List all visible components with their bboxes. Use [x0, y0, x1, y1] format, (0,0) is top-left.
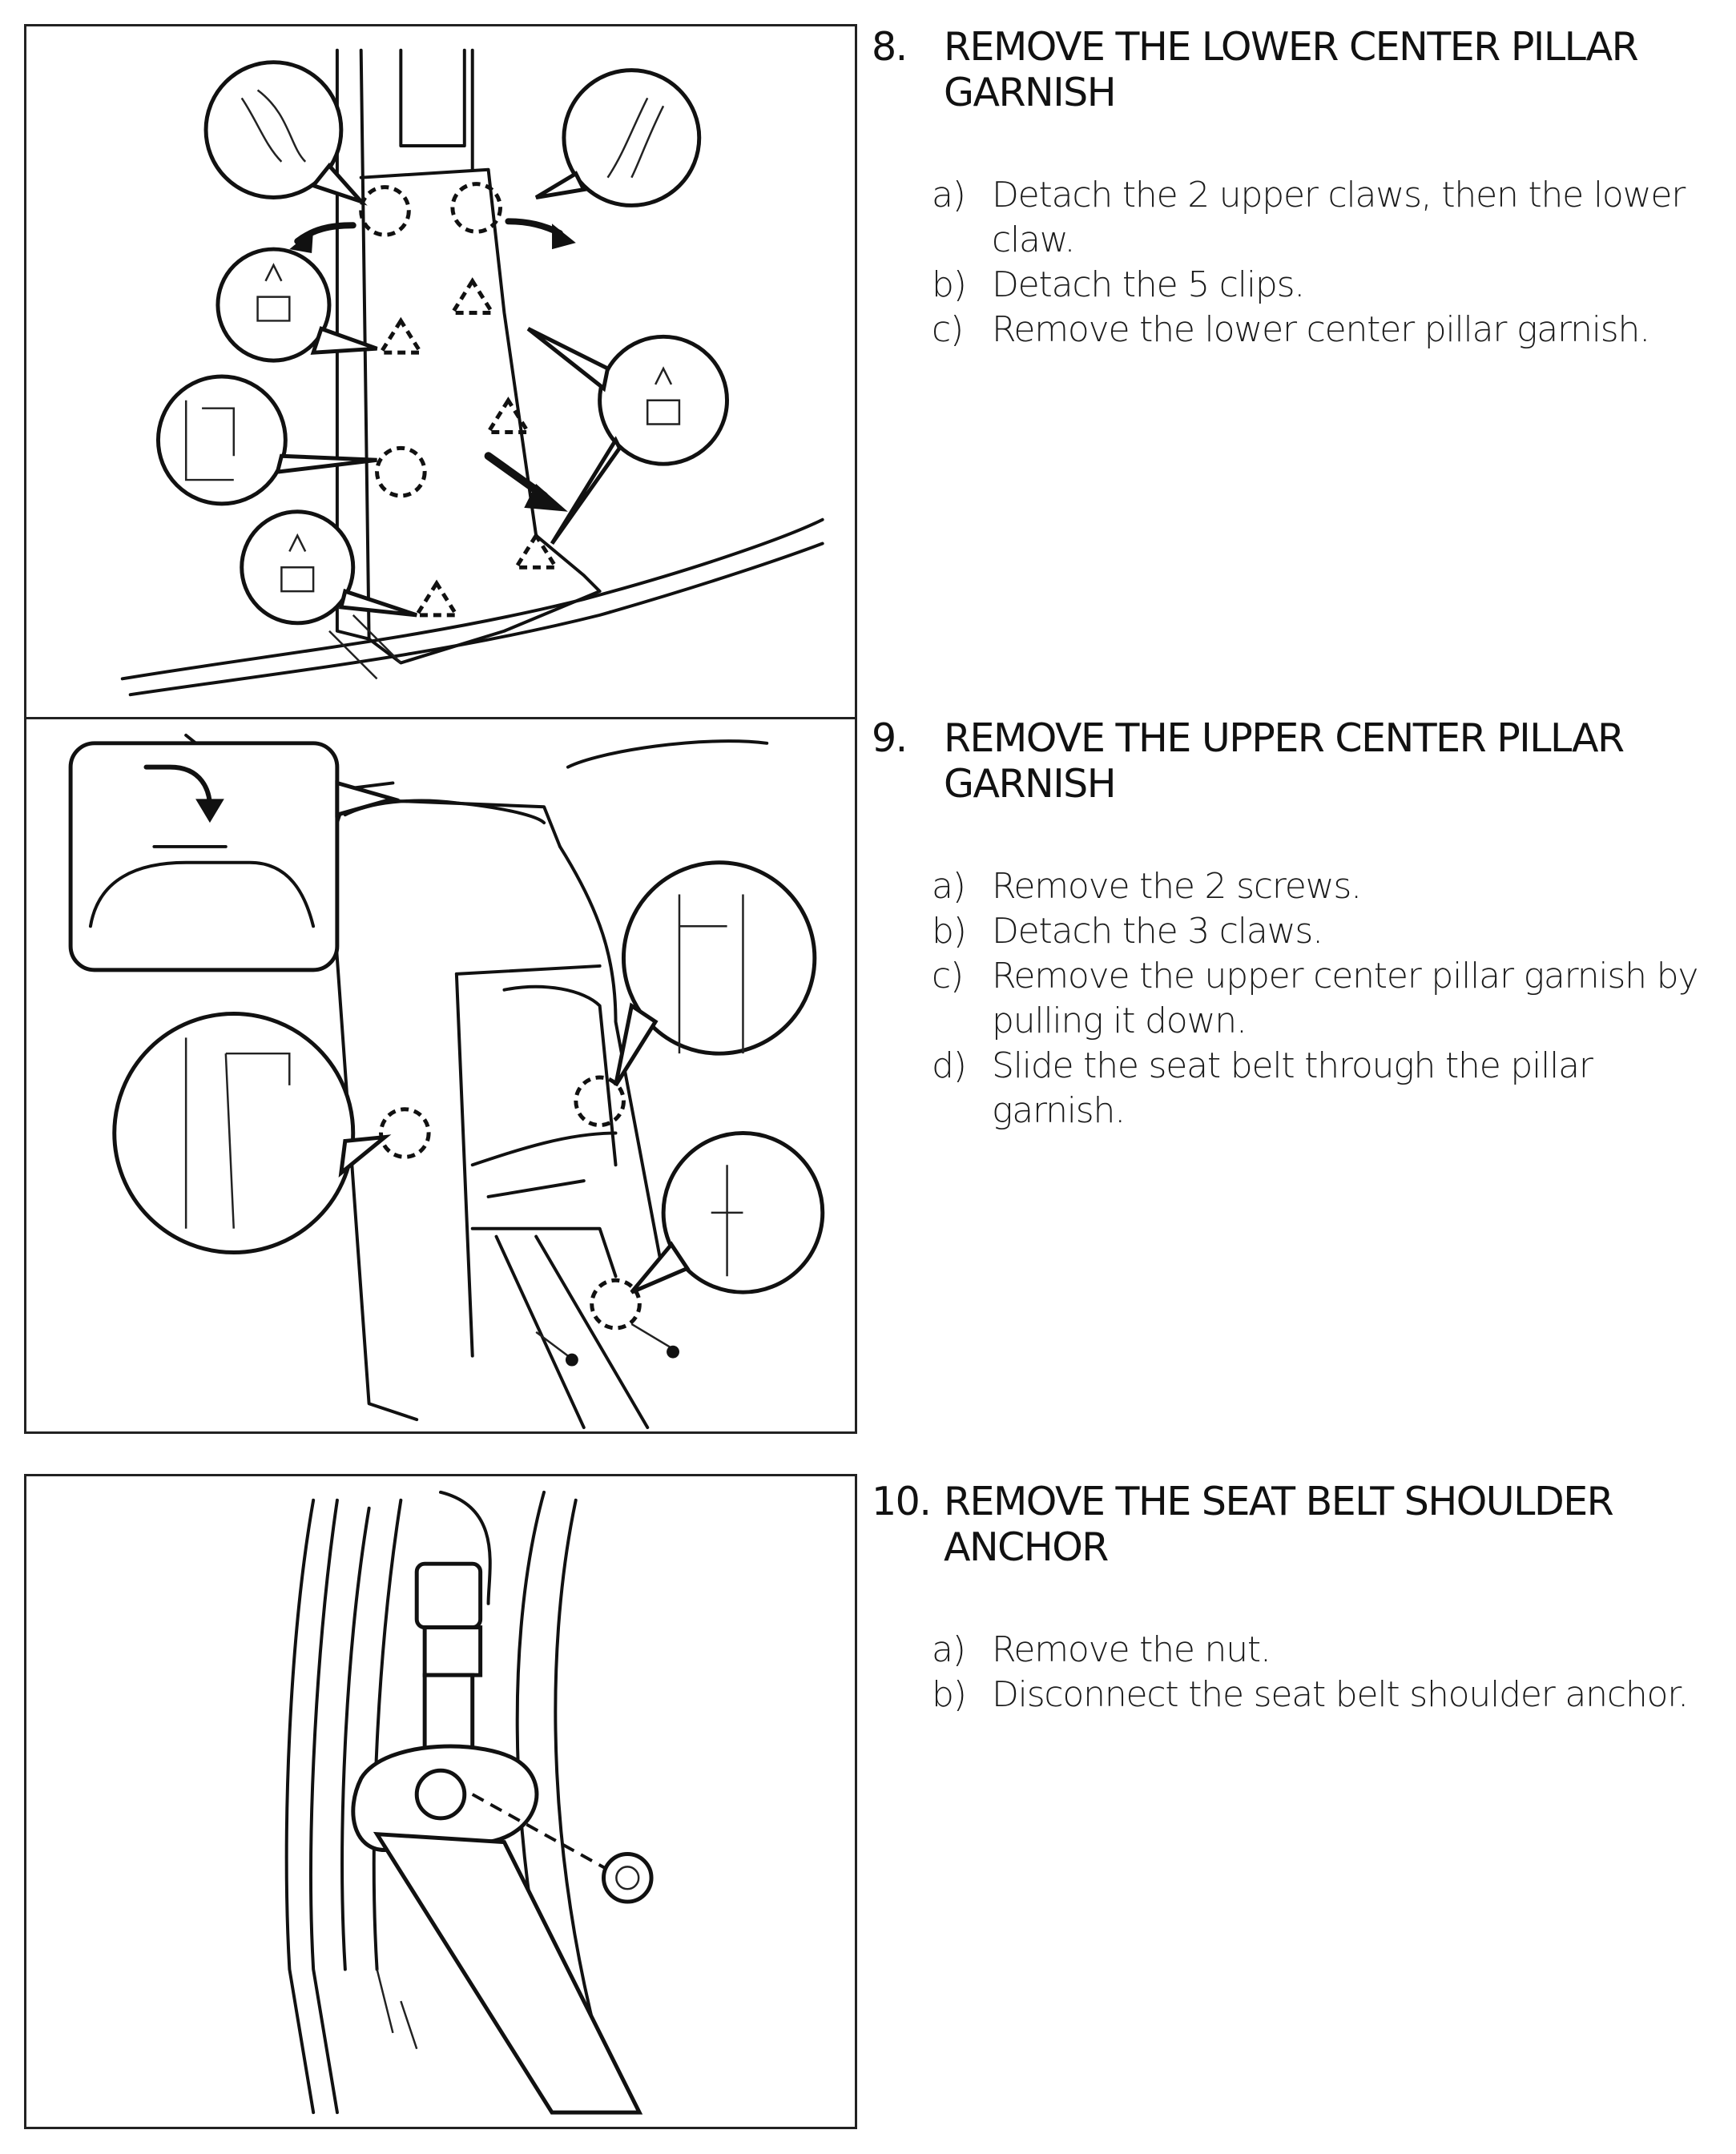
substep-list: a) Detach the 2 upper claws, then the lo…	[872, 173, 1705, 352]
substep: a) Remove the nut.	[872, 1628, 1705, 1673]
substep: b) Detach the 5 clips.	[872, 263, 1705, 308]
substep: a) Detach the 2 upper claws, then the lo…	[872, 173, 1705, 263]
substep: b) Detach the 3 claws.	[872, 909, 1705, 954]
substep-text: Remove the 2 screws.	[992, 866, 1362, 907]
substep: d) Slide the seat belt through the pilla…	[872, 1044, 1705, 1133]
step-title: REMOVE THE UPPER CENTER PILLAR GARNISH	[944, 715, 1625, 807]
substep: a) Remove the 2 screws.	[872, 864, 1705, 909]
step-number: 10.	[872, 1479, 932, 1524]
substep-text: Slide the seat belt through the pillar g…	[992, 1045, 1593, 1131]
step-heading: 9. REMOVE THE UPPER CENTER PILLAR GARNIS…	[872, 715, 1705, 807]
illustration-lower-pillar-garnish	[24, 24, 857, 719]
step-8: 8. REMOVE THE LOWER CENTER PILLAR GARNIS…	[872, 24, 1705, 352]
substep-text: Detach the 5 clips.	[992, 264, 1305, 305]
substep-text: Detach the 3 claws.	[992, 911, 1323, 952]
step-heading: 10. REMOVE THE SEAT BELT SHOULDER ANCHOR	[872, 1479, 1705, 1570]
step-number: 8.	[872, 24, 908, 70]
substep-letter: a)	[932, 1629, 966, 1670]
substep-letter: b)	[932, 264, 967, 305]
substep: c) Remove the lower center pillar garnis…	[872, 308, 1705, 352]
substep-letter: a)	[932, 175, 966, 215]
substep-letter: b)	[932, 1674, 967, 1715]
lower-pillar-drawing	[120, 48, 824, 697]
step-10: 10. REMOVE THE SEAT BELT SHOULDER ANCHOR…	[872, 1479, 1705, 1717]
substep-letter: c)	[932, 956, 964, 996]
substep-text: Disconnect the seat belt shoulder anchor…	[992, 1674, 1689, 1715]
step-heading: 8. REMOVE THE LOWER CENTER PILLAR GARNIS…	[872, 24, 1705, 115]
substep-text: Detach the 2 upper claws, then the lower…	[992, 175, 1686, 260]
substep-letter: c)	[932, 309, 964, 350]
step-9: 9. REMOVE THE UPPER CENTER PILLAR GARNIS…	[872, 715, 1705, 1133]
substep-text: Remove the nut.	[992, 1629, 1271, 1670]
illustration-upper-pillar-garnish	[24, 717, 857, 1434]
step-number: 9.	[872, 715, 908, 761]
substep-list: a) Remove the 2 screws. b) Detach the 3 …	[872, 864, 1705, 1133]
step-title: REMOVE THE LOWER CENTER PILLAR GARNISH	[944, 24, 1639, 115]
substep-text: Remove the upper center pillar garnish b…	[992, 956, 1698, 1041]
substep-text: Remove the lower center pillar garnish.	[992, 309, 1650, 350]
substep: b) Disconnect the seat belt shoulder anc…	[872, 1673, 1705, 1717]
substep-letter: a)	[932, 866, 966, 907]
step-title: REMOVE THE SEAT BELT SHOULDER ANCHOR	[944, 1479, 1614, 1570]
substep-list: a) Remove the nut. b) Disconnect the sea…	[872, 1628, 1705, 1717]
substep-letter: d)	[932, 1045, 967, 1086]
illustration-shoulder-anchor	[24, 1474, 857, 2129]
substep-letter: b)	[932, 911, 967, 952]
shoulder-anchor-drawing	[284, 1490, 654, 2115]
upper-pillar-drawing	[68, 733, 825, 1430]
substep: c) Remove the upper center pillar garnis…	[872, 954, 1705, 1044]
